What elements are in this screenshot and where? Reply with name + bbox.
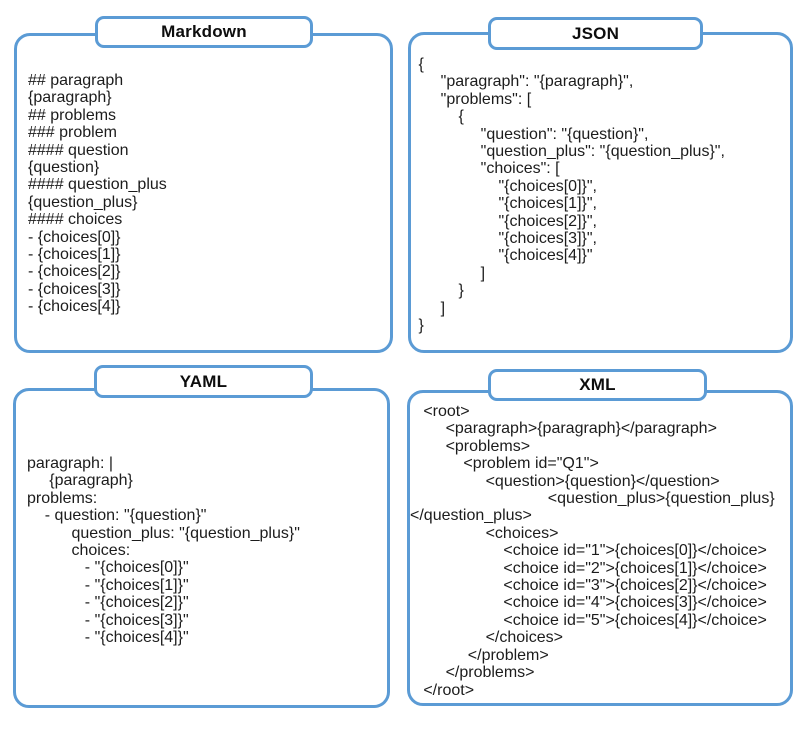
markdown-tab-label: Markdown — [161, 22, 247, 41]
markdown-template-code: ## paragraph {paragraph} ## problems ###… — [28, 72, 167, 316]
json-panel: { "paragraph": "{paragraph}", "problems"… — [408, 32, 793, 353]
json-tab-label: JSON — [571, 23, 620, 43]
xml-template-code: <root> <paragraph>{paragraph}</paragraph… — [410, 403, 775, 699]
yaml-tab-label: YAML — [179, 371, 228, 391]
yaml-panel: paragraph: | {paragraph} problems: - que… — [13, 388, 390, 708]
xml-panel: <root> <paragraph>{paragraph}</paragraph… — [407, 390, 793, 706]
xml-tab: XML — [488, 369, 707, 401]
markdown-tab: Markdown — [95, 16, 313, 48]
json-template-code: { "paragraph": "{paragraph}", "problems"… — [418, 56, 725, 335]
json-tab: JSON — [488, 17, 703, 50]
yaml-tab: YAML — [94, 365, 313, 398]
xml-tab-label: XML — [579, 375, 616, 394]
markdown-panel: ## paragraph {paragraph} ## problems ###… — [14, 33, 393, 353]
yaml-template-code: paragraph: | {paragraph} problems: - que… — [27, 455, 300, 647]
